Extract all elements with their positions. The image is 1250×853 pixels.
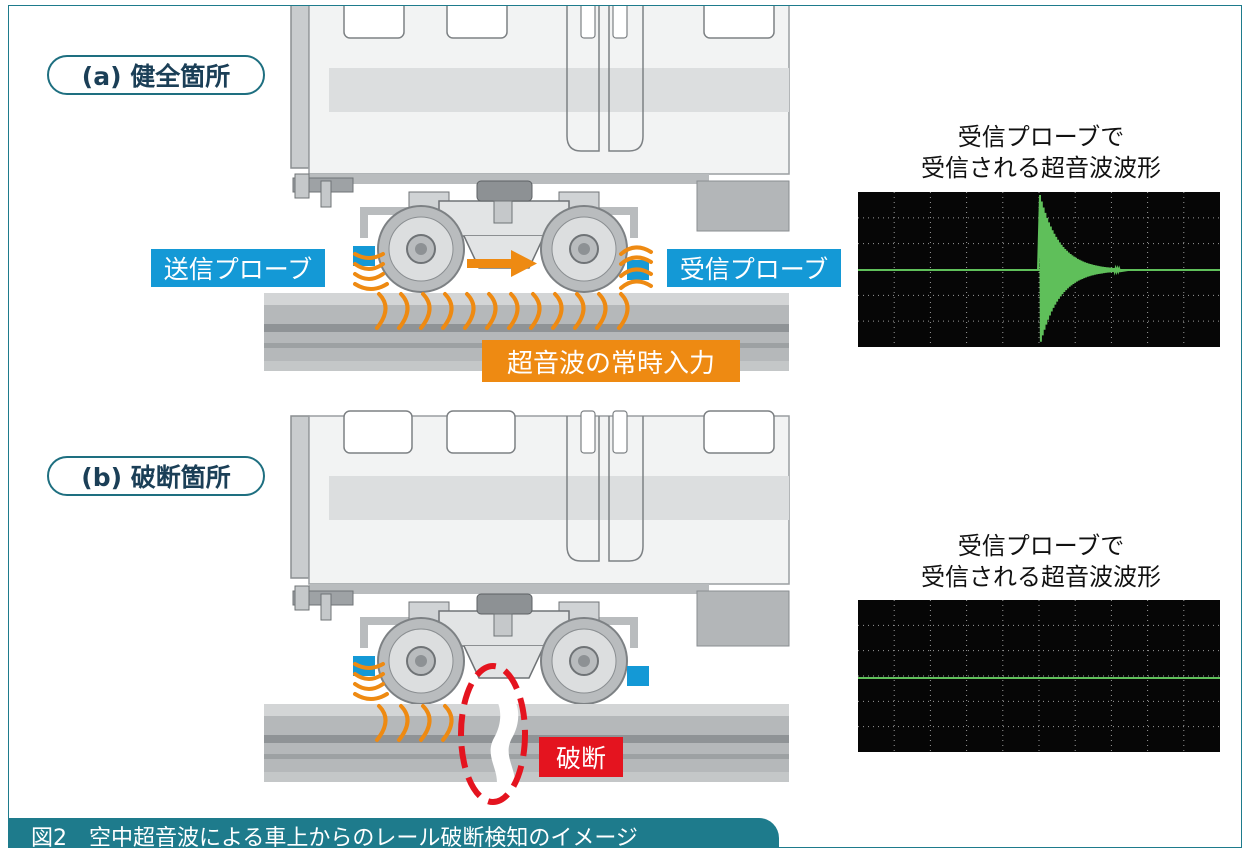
waveform-b-scope: [858, 600, 1220, 752]
scope-grid: [858, 600, 1220, 752]
wheel-icon: [377, 205, 628, 293]
figure-frame: (a) 健全箇所 送信プローブ 受信プローブ 超音波の常時入力 受信プローブで …: [8, 5, 1242, 848]
waveform-b-title: 受信プローブで 受信される超音波波形: [861, 531, 1221, 593]
arrow-right-icon: [467, 250, 537, 277]
ultrasonic-wave-icon: [353, 245, 653, 330]
burst-signal: [1037, 194, 1129, 342]
panel-b-title: (b) 破断箇所: [47, 456, 265, 496]
rx-probe-label: 受信プローブ: [667, 249, 841, 287]
waveform-a-title: 受信プローブで 受信される超音波波形: [861, 122, 1221, 184]
waveform-b-title-line1: 受信プローブで: [957, 532, 1125, 560]
train-car-icon: [290, 6, 790, 232]
waveform-b-title-line2: 受信される超音波波形: [921, 563, 1161, 591]
rail-break-icon: [458, 663, 528, 805]
rx-probe-icon: [627, 666, 649, 686]
waveform-a-title-line1: 受信プローブで: [957, 123, 1125, 151]
waveform-a-scope: [858, 192, 1220, 347]
panel-a-title: (a) 健全箇所: [47, 55, 265, 95]
wheel-icon: [377, 617, 628, 705]
break-label: 破断: [539, 737, 623, 777]
train-scene-b: [264, 410, 790, 805]
train-car-icon: [290, 410, 790, 647]
waveform-a-title-line2: 受信される超音波波形: [921, 154, 1161, 182]
tx-probe-label: 送信プローブ: [151, 249, 325, 287]
figure-caption: 図2 空中超音波による車上からのレール破断検知のイメージ: [9, 818, 779, 847]
continuous-input-label: 超音波の常時入力: [482, 340, 740, 382]
ultrasonic-wave-icon: [353, 662, 454, 742]
